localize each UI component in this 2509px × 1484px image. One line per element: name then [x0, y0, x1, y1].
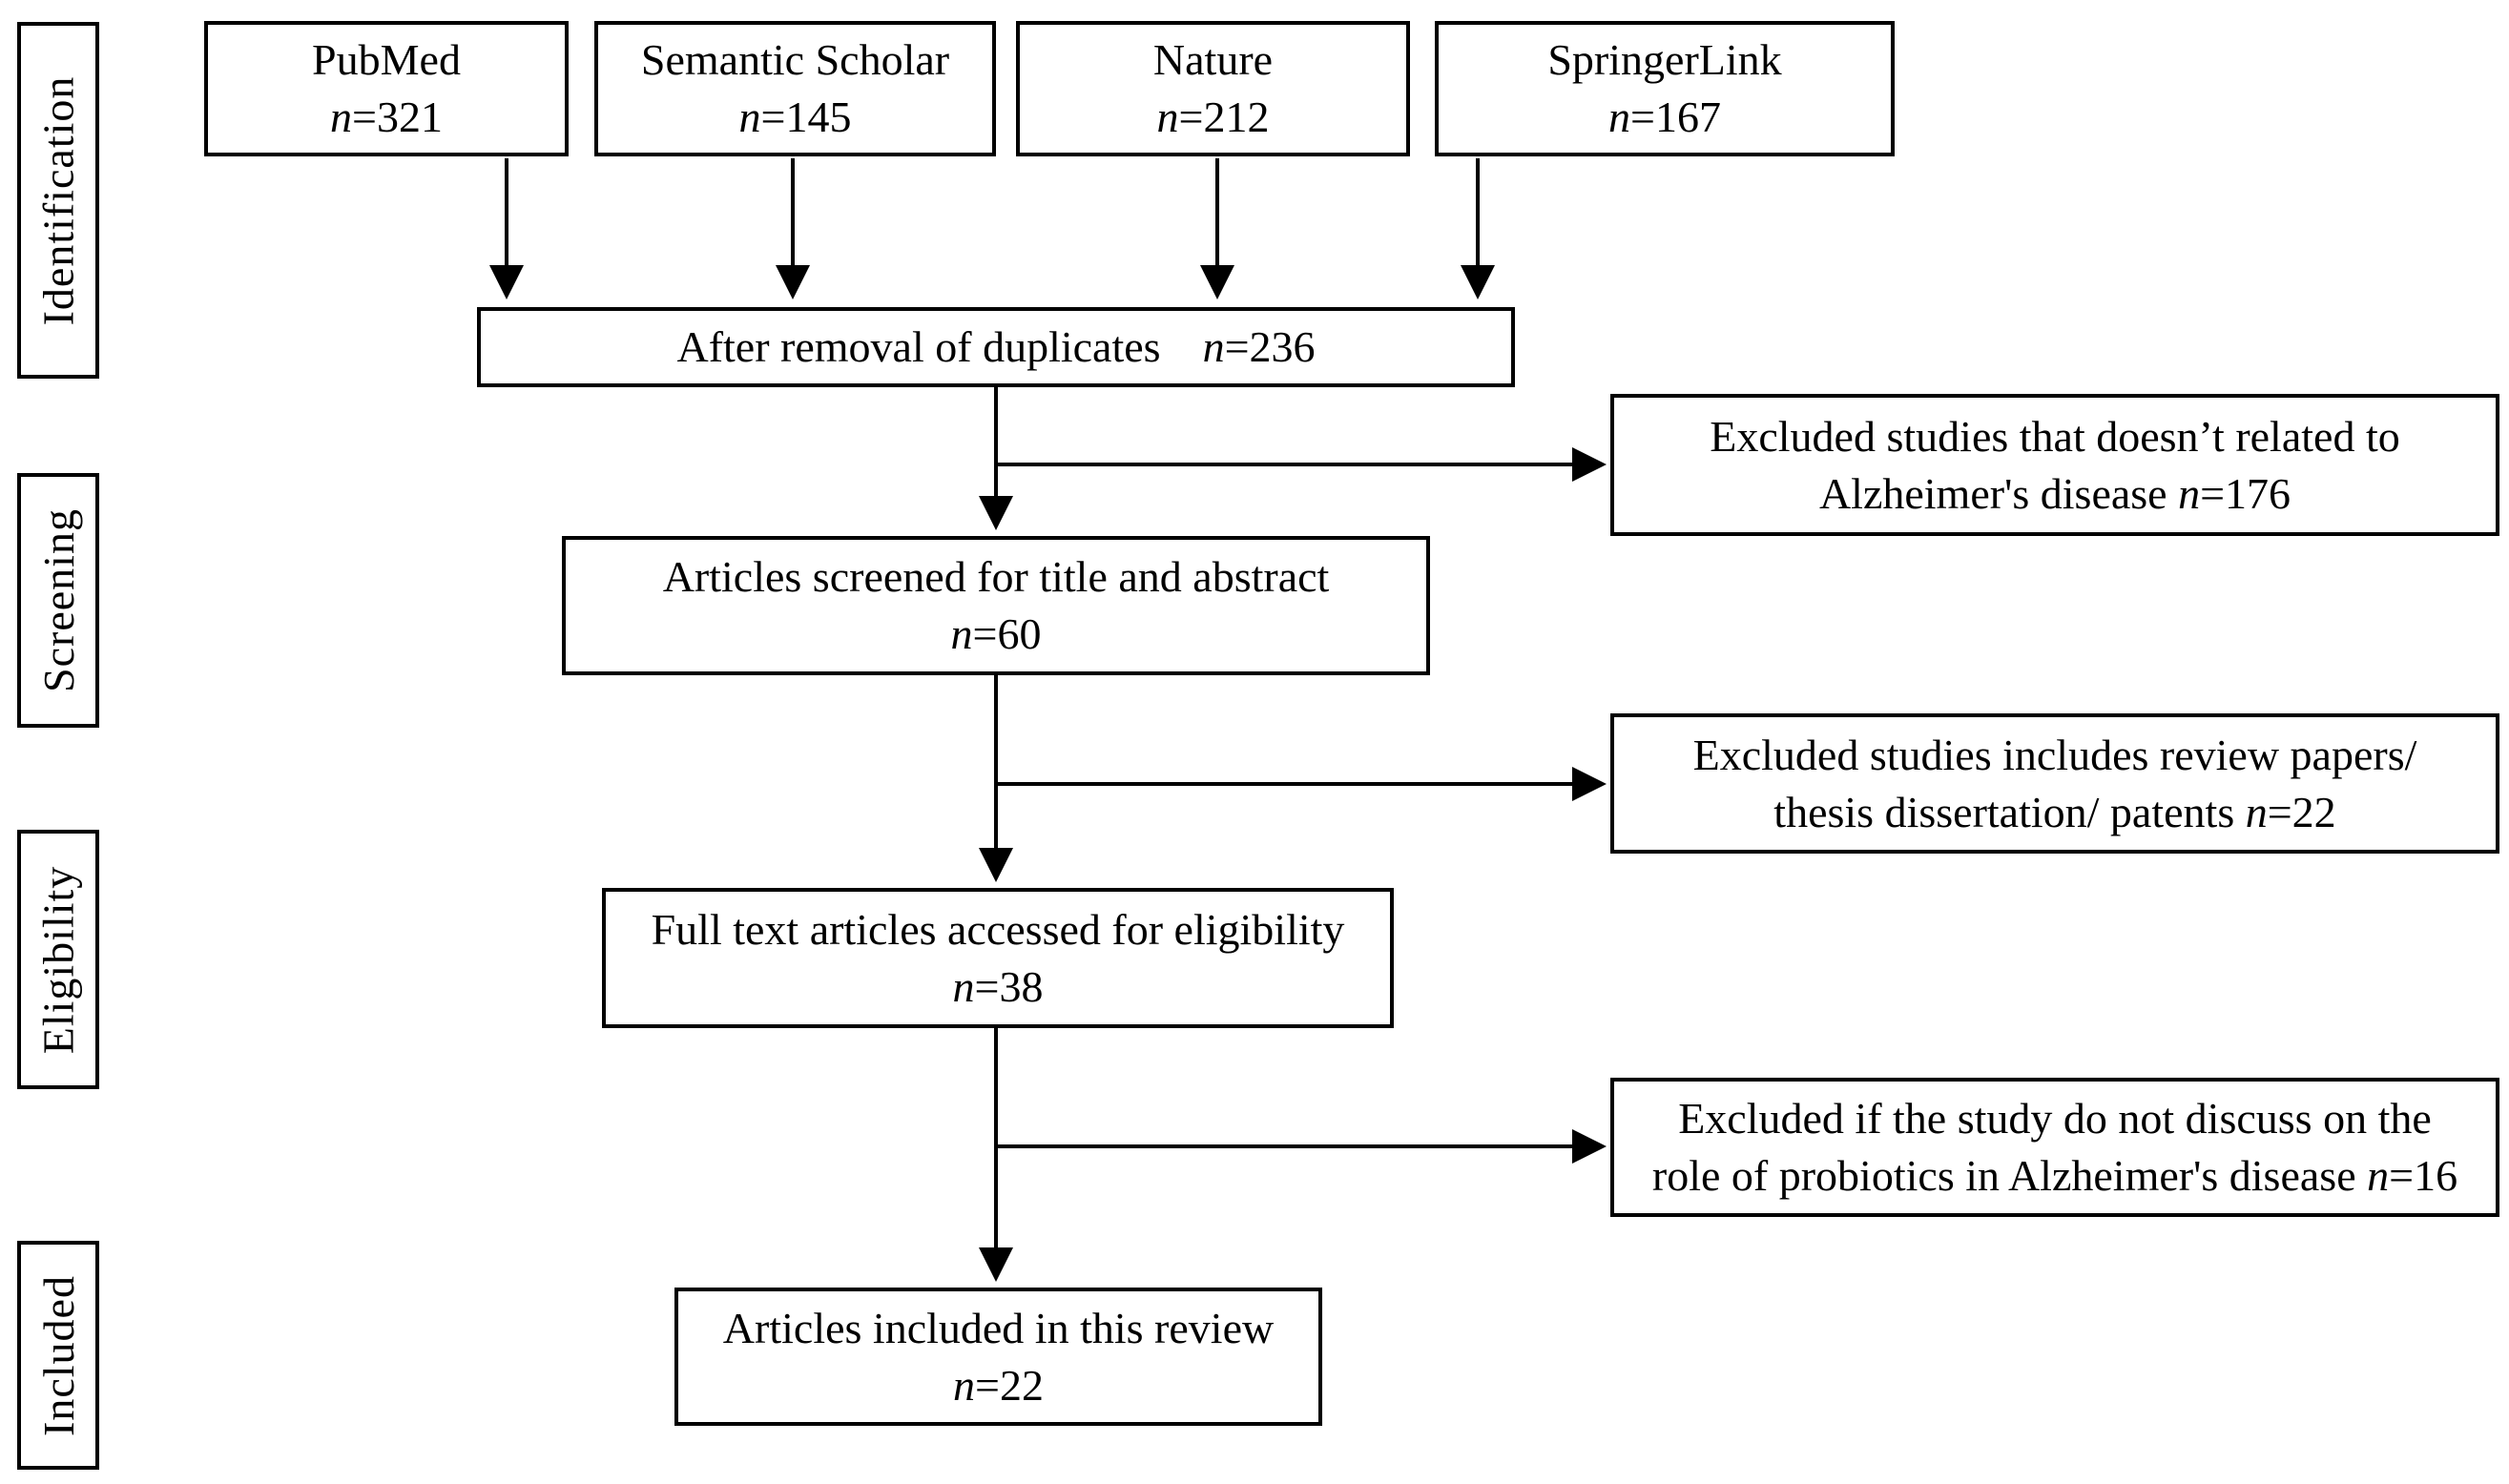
n-symbol: n [952, 961, 975, 1011]
included-count: n=22 [953, 1357, 1044, 1414]
stage-label-screening: Screening [17, 473, 99, 728]
exclusion-line2: role of probiotics in Alzheimer's diseas… [1652, 1147, 2457, 1205]
dedup-text: After removal of duplicates [676, 322, 1161, 371]
included-box: Articles included in this review n=22 [674, 1288, 1322, 1426]
n-symbol: n [2245, 787, 2268, 836]
dedup-box: After removal of duplicates n=236 [477, 307, 1515, 387]
exclusion-line1: Excluded studies that doesn’t related to [1710, 411, 2400, 461]
source-count: n=145 [739, 89, 852, 146]
exclusion-box-3: Excluded if the study do not discuss on … [1610, 1078, 2499, 1217]
source-box-nature: Nature n=212 [1016, 21, 1410, 156]
source-box-springerlink: SpringerLink n=167 [1435, 21, 1895, 156]
stage-label-included: Included [17, 1241, 99, 1470]
source-box-semantic-scholar: Semantic Scholar n=145 [594, 21, 996, 156]
n-symbol: n [1608, 93, 1631, 141]
included-text: Articles included in this review [722, 1303, 1275, 1352]
screened-text: Articles screened for title and abstract [662, 552, 1330, 601]
screened-count: n=60 [951, 606, 1042, 663]
n-value: =22 [975, 1360, 1044, 1410]
fulltext-box: Full text articles accessed for eligibil… [602, 888, 1394, 1028]
fulltext-text: Full text articles accessed for eligibil… [651, 904, 1345, 954]
stage-label-text: Screening [33, 508, 83, 692]
n-symbol: n [953, 1360, 976, 1410]
exclusion-line2-text: thesis dissertation/ patents [1773, 787, 2246, 836]
exclusion-line1: Excluded if the study do not discuss on … [1678, 1094, 2432, 1143]
n-value: =60 [972, 609, 1042, 658]
n-value: =212 [1178, 93, 1270, 141]
fulltext-count: n=38 [953, 958, 1044, 1016]
n-value: =176 [2200, 468, 2291, 518]
n-value: =16 [2389, 1151, 2458, 1200]
n-symbol: n [1202, 322, 1225, 371]
n-value: =236 [1224, 322, 1316, 371]
stage-label-identification: Identification [17, 22, 99, 379]
exclusion-box-2: Excluded studies includes review papers/… [1610, 713, 2499, 854]
source-count: n=167 [1608, 89, 1721, 146]
n-symbol: n [2367, 1151, 2390, 1200]
exclusion-box-1: Excluded studies that doesn’t related to… [1610, 394, 2499, 536]
source-name: Semantic Scholar [640, 35, 950, 84]
exclusion-line2-text: role of probiotics in Alzheimer's diseas… [1651, 1151, 2368, 1200]
source-name: Nature [1152, 35, 1274, 84]
source-box-pubmed: PubMed n=321 [204, 21, 569, 156]
n-symbol: n [738, 93, 761, 141]
stage-label-eligibility: Eligibility [17, 830, 99, 1089]
n-symbol: n [950, 609, 973, 658]
exclusion-line2: thesis dissertation/ patents n=22 [1773, 784, 2335, 841]
source-name: PubMed [312, 35, 461, 84]
n-value: =22 [2267, 787, 2336, 836]
exclusion-line1: Excluded studies includes review papers/ [1692, 730, 2417, 779]
n-value: =167 [1630, 93, 1721, 141]
n-symbol: n [1156, 93, 1179, 141]
stage-label-text: Eligibility [33, 865, 83, 1054]
stage-label-text: Identification [33, 75, 83, 325]
stage-label-text: Included [33, 1274, 83, 1436]
source-count: n=212 [1157, 89, 1270, 146]
n-symbol: n [2178, 468, 2201, 518]
exclusion-line2: Alzheimer's disease n=176 [1819, 465, 2291, 523]
n-value: =321 [352, 93, 443, 141]
n-value: =38 [974, 961, 1044, 1011]
n-value: =145 [760, 93, 852, 141]
n-symbol: n [330, 93, 353, 141]
exclusion-line2-text: Alzheimer's disease [1818, 468, 2179, 518]
source-name: SpringerLink [1547, 35, 1782, 84]
source-count: n=321 [330, 89, 443, 146]
screened-box: Articles screened for title and abstract… [562, 536, 1430, 675]
